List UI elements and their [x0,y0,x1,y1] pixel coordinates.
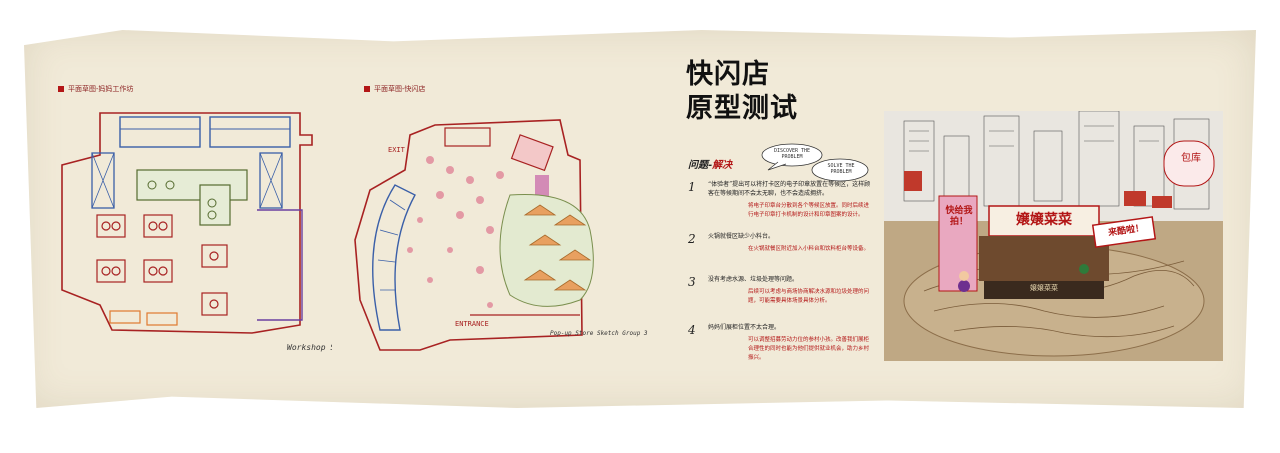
stall-counter-text: 嬢嬢菜菜 [1030,284,1058,292]
bubble-discover: DISCOVER THE PROBLEM [773,148,811,160]
label-square-icon [58,86,64,92]
exit-label: EXIT [388,146,406,154]
plan-label-workshop: 平面草图-妈妈工作坊 [58,84,133,94]
qa-item-4: 4 妈妈们展柜位置不太合理。 可以调整招募劳动力位的参村小孩。改善我们展柜合理性… [686,323,871,363]
speech-bubbles [761,143,869,182]
page-title-line2: 原型测试 [686,93,798,124]
prototype-photo: 嬢嬢菜菜 快给我拍！ 来酷啦！ 包库 嬢嬢菜菜 [884,111,1223,361]
plan-label-popup-text: 平面草图-快闪店 [374,85,426,93]
qa-item-number: 1 [688,180,696,194]
label-square-icon [364,86,370,92]
page-title-line1: 快闪店 [686,59,770,90]
popup-store-floor-plan-sketch: EXIT ENTRANCE Pop-up Store Sketch Group … [354,119,648,351]
qa-item-number: 4 [688,323,696,337]
plan-label-workshop-text: 平面草图-妈妈工作坊 [68,85,134,93]
qa-item-number: 2 [688,232,696,246]
entrance-label: ENTRANCE [455,320,489,328]
qa-item-2: 2 火锅就餐区缺少小料台。 在火锅就餐区附近加入小料台和饮料柜台等设备。 [686,232,871,254]
qa-item-answer: 可以调整招募劳动力位的参村小孩。改善我们展柜合理性的同时也能为他们提供就业机会，… [748,337,870,361]
qa-item-question: 妈妈们展柜位置不太合理。 [708,324,781,331]
qa-item-number: 3 [688,275,696,289]
stall-sign-left: 快给我拍！ [945,206,973,227]
qa-heading: 问题-解决 [688,156,732,171]
qa-item-answer: 后续可以考虑与商场协商解决水源和垃圾处理的问题，可能需要具体场景具体分析。 [748,289,870,304]
qa-item-3: 3 没有考虑水源、垃圾处理等问题。 后续可以考虑与商场协商解决水源和垃圾处理的问… [686,275,871,306]
prototype-photo-illustration [884,111,1223,361]
qa-item-answer: 在火锅就餐区附近加入小料台和饮料柜台等设备。 [748,246,870,252]
workshop-sketch-caption: Workshop Sketch Group 3 [287,343,332,352]
qa-item-answer: 将电子印章台分散到各个等候区放置。同时后续进行电子印章打卡机制的设计和印章图案的… [748,203,870,218]
qa-item-question: 火锅就餐区缺少小料台。 [708,233,775,240]
qa-heading-solution: 解决 [712,160,733,171]
page-title: 快闪店 原型测试 [686,58,798,126]
stall-sign-main: 嬢嬢菜菜 [1016,212,1072,228]
stall-sign-far-right: 包库 [1181,153,1201,164]
bubble-solve: SOLVE THE PROBLEM [827,163,855,175]
qa-item-question: “体验者”提出可以将打卡区的电子印章放置在等候区，这样顾客在等候期间不会太无聊，… [708,181,871,197]
plan-label-popup: 平面草图-快闪店 [364,84,425,94]
popup-sketch-caption: Pop-up Store Sketch Group 3 [550,330,648,337]
qa-heading-question: 问题- [688,160,713,171]
workshop-floor-plan-sketch: Workshop Sketch Group 3 [61,112,332,352]
qa-item-question: 没有考虑水源、垃圾处理等问题。 [708,276,799,283]
qa-item-1: 1 “体验者”提出可以将打卡区的电子印章放置在等候区，这样顾客在等候期间不会太无… [686,180,871,220]
